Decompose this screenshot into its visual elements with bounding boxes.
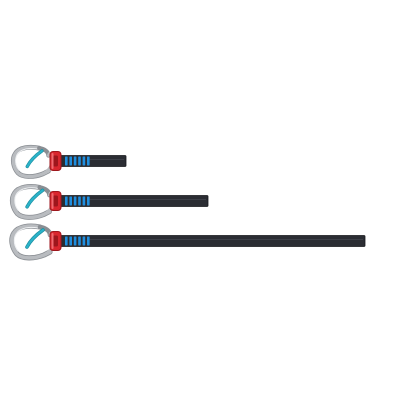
bartack-stitch [87,196,90,206]
carabiner-body-glint [14,187,39,212]
carabiner-gate-highlight [26,189,44,208]
webbing-strap [59,195,209,207]
bartack-stitch [78,156,81,166]
bartack-stitch [73,196,77,206]
bartack-stitch [87,236,90,246]
rubber-keeper-shine [51,193,54,209]
rubber-keeper-window [53,195,58,207]
lanyard-medium [9,184,209,220]
carabiner-body-glint [15,147,38,171]
carabiner-gate-highlight [26,149,43,168]
lanyard-short [10,144,127,179]
rubber-keeper-window [53,155,58,167]
bartack-stitch [82,156,86,166]
carabiner-icon [9,223,55,261]
rubber-keeper-shine [51,153,54,169]
bartack-stitch [87,156,90,166]
rubber-keeper-window [53,235,58,247]
bartack-stitch [69,156,72,166]
bartack-stitch [65,236,68,246]
bartack-stitching [65,156,90,166]
lanyard-long [9,223,366,261]
carabiner-body-highlight [10,184,52,220]
carabiner-icon [9,184,54,220]
webbing-strap [59,235,366,247]
bartack-stitch [73,156,77,166]
carabiner-gate-highlight [25,228,45,249]
bartack-stitch [78,236,81,246]
bartack-stitch [69,196,72,206]
bartack-stitch [69,236,72,246]
rubber-keeper-shine [51,233,54,249]
bartack-stitching [65,236,90,246]
bartack-stitch [65,196,68,206]
bartack-stitch [73,236,77,246]
carabiner-body-highlight [10,224,52,260]
bartack-stitch [65,156,68,166]
carabiner-body-highlight [11,145,51,179]
bartack-stitch [78,196,81,206]
carabiner-body-glint [13,226,39,252]
bartack-stitch [82,196,86,206]
bartack-stitching [65,196,90,206]
bartack-stitch [82,236,86,246]
carabiner-icon [10,144,53,179]
